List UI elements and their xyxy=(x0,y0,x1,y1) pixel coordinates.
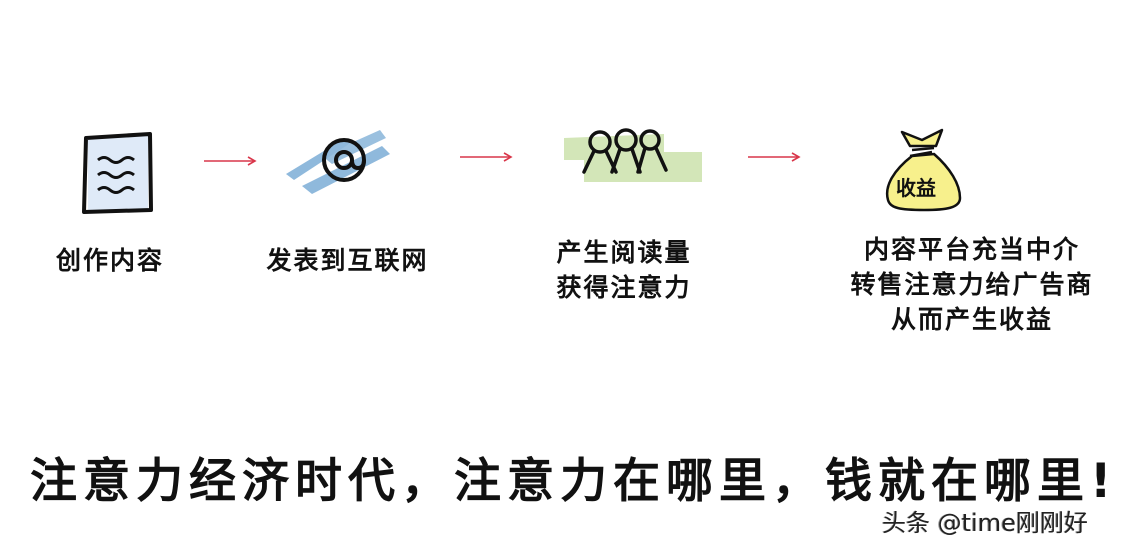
slogan: 注意力经济时代，注意力在哪里，钱就在哪里! xyxy=(30,454,1118,509)
money-bag-label: 收益 xyxy=(896,176,936,200)
document-icon xyxy=(82,132,153,214)
arrow-icon xyxy=(460,152,513,162)
at-sign-icon xyxy=(286,130,390,194)
arrow-icon xyxy=(748,152,801,162)
watermark: 头条 @time刚刚好 xyxy=(882,509,1088,537)
arrow-icon xyxy=(204,156,257,166)
step-label-attention: 产生阅读量 获得注意力 xyxy=(556,238,692,302)
money-bag-icon: 收益 xyxy=(880,126,966,214)
people-icon xyxy=(564,128,702,182)
step-label-revenue: 内容平台充当中介 转售注意力给广告商 从而产生收益 xyxy=(850,235,1094,334)
step-label-create-content: 创作内容 xyxy=(55,246,164,275)
step-label-publish: 发表到互联网 xyxy=(266,246,429,275)
